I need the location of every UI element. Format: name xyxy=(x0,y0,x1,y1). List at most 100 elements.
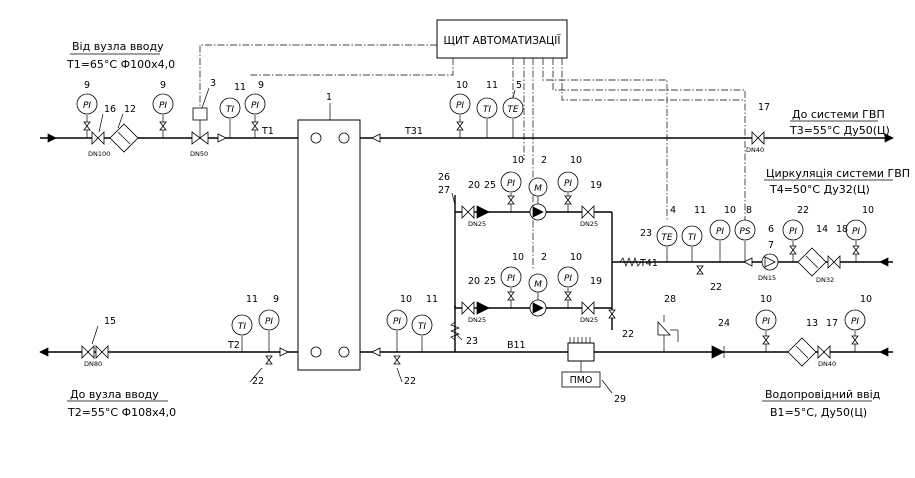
num-4: 4 xyxy=(670,205,676,216)
dn-label-20a: DN25 xyxy=(468,220,486,228)
pi-t31: PI xyxy=(456,101,464,111)
leader-lines xyxy=(91,87,613,394)
annotation-input-line1: Від вузла вводу xyxy=(72,40,164,53)
dn-label-17a: DN40 xyxy=(746,146,764,154)
label-exchanger-number: 1 xyxy=(326,92,332,103)
instruments: PI PI TI PI PI TI TE PI PI PI PI TE TI P… xyxy=(76,93,867,352)
num-15: 15 xyxy=(104,316,116,327)
dn-label-19b: DN25 xyxy=(580,316,598,324)
pipe-label-t1: Т1 xyxy=(261,126,274,137)
num-2b: 2 xyxy=(541,252,547,263)
dn-label-19a: DN25 xyxy=(580,220,598,228)
num-26: 26 xyxy=(438,172,450,183)
annotation-return-line1: До вузла вводу xyxy=(70,388,159,401)
ti-circ: TI xyxy=(688,233,696,243)
pipe-label-b11: В11 xyxy=(507,340,526,351)
num-23a: 23 xyxy=(640,228,652,239)
num-17a: 17 xyxy=(758,102,770,113)
num-22a: 22 xyxy=(797,205,809,216)
num-5: 5 xyxy=(516,80,522,91)
pi-pump-bottom-in: PI xyxy=(507,274,515,284)
pmo-label: ПМО xyxy=(570,375,593,386)
ti-t31: TI xyxy=(483,105,491,115)
dn-label-6: DN15 xyxy=(758,274,776,282)
dn-label-15: DN80 xyxy=(84,360,102,368)
pi-t1-b: PI xyxy=(159,101,167,111)
num-23b: 23 xyxy=(466,336,478,347)
pi-t1-c: PI xyxy=(251,101,259,111)
num-18: 18 xyxy=(836,224,848,235)
num-19a: 19 xyxy=(590,180,602,191)
safety-valve xyxy=(657,315,679,352)
num-16: 16 xyxy=(104,104,116,115)
num-2a: 2 xyxy=(541,155,547,166)
automation-panel-label: ЩИТ АВТОМАТИЗАЦІЇ xyxy=(444,34,562,47)
num-22e: 22 xyxy=(404,376,416,387)
num-9a: 9 xyxy=(84,80,90,91)
num-10h: 10 xyxy=(760,294,772,305)
num-8: 8 xyxy=(746,205,752,216)
dn-label-17b: DN40 xyxy=(818,360,836,368)
pi-t2: PI xyxy=(265,317,273,327)
pump-motor-bottom: M xyxy=(534,280,542,290)
dn-label-20b: DN25 xyxy=(468,316,486,324)
num-19b: 19 xyxy=(590,276,602,287)
ps-circ: PS xyxy=(739,227,750,237)
num-10e: 10 xyxy=(862,205,874,216)
valves xyxy=(81,107,841,359)
dn-labels: DN100 DN50 DN40 DN25 DN25 DN25 DN25 DN15… xyxy=(84,146,836,368)
num-10g: 10 xyxy=(570,252,582,263)
te-circ: TE xyxy=(661,233,672,243)
pipe-label-t41: Т41 xyxy=(639,258,658,269)
num-29: 29 xyxy=(614,394,626,405)
heat-exchanger: 1 xyxy=(297,92,361,371)
pi-pump-bottom-out: PI xyxy=(564,274,572,284)
num-9c: 9 xyxy=(258,80,264,91)
num-3: 3 xyxy=(210,78,216,89)
num-11a: 11 xyxy=(234,82,246,93)
num-10b: 10 xyxy=(512,155,524,166)
pi-b1-a: PI xyxy=(762,317,770,327)
num-9d: 9 xyxy=(273,294,279,305)
num-10i: 10 xyxy=(860,294,872,305)
ti-t2: TI xyxy=(238,322,246,332)
pi-circ-c: PI xyxy=(852,227,860,237)
pipe-label-t31: Т31 xyxy=(404,126,423,137)
num-6: 6 xyxy=(768,224,774,235)
num-28: 28 xyxy=(664,294,676,305)
num-17b: 17 xyxy=(826,318,838,329)
pipe-labels: Т1 Т31 Т41 Т2 В11 xyxy=(227,126,658,351)
num-13: 13 xyxy=(806,318,818,329)
num-11d: 11 xyxy=(246,294,258,305)
pi-b11: PI xyxy=(393,317,401,327)
num-22c: 22 xyxy=(622,329,634,340)
num-10f: 10 xyxy=(512,252,524,263)
annotation-circ-line2: Т4=50°С Ду32(Ц) xyxy=(769,183,870,196)
num-10c: 10 xyxy=(570,155,582,166)
pipe-label-t2: Т2 xyxy=(227,340,240,351)
drain-valves xyxy=(83,121,860,365)
annotation-water-line2: В1=5°С, Ду50(Ц) xyxy=(770,406,867,419)
num-22d: 22 xyxy=(252,376,264,387)
control-lines xyxy=(199,44,746,270)
num-27: 27 xyxy=(438,185,450,196)
num-9b: 9 xyxy=(160,80,166,91)
dn-label-16: DN100 xyxy=(88,150,110,158)
annotation-input-line2: Т1=65°С Ф100х4,0 xyxy=(66,58,175,71)
ti-b11: TI xyxy=(418,322,426,332)
te-t31: TE xyxy=(507,105,518,115)
pi-t1-a: PI xyxy=(83,101,91,111)
position-numbers: 9 16 12 9 3 11 9 10 11 5 17 26 27 20 25 … xyxy=(84,78,874,405)
pi-circ-a: PI xyxy=(716,227,724,237)
num-11c: 11 xyxy=(694,205,706,216)
annotations: Від вузла вводу Т1=65°С Ф100х4,0 До сист… xyxy=(66,40,910,419)
dn-label-3: DN50 xyxy=(190,150,208,158)
num-7: 7 xyxy=(768,240,774,251)
num-14: 14 xyxy=(816,224,828,235)
num-11b: 11 xyxy=(486,80,498,91)
ti-t1: TI xyxy=(226,105,234,115)
num-10a: 10 xyxy=(456,80,468,91)
pi-pump-top-in: PI xyxy=(507,179,515,189)
num-12: 12 xyxy=(124,104,136,115)
